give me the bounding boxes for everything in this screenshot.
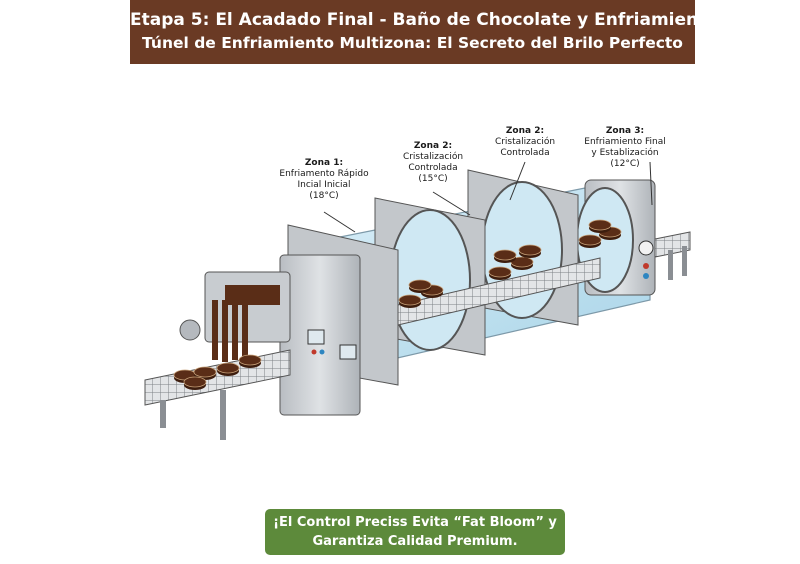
zone-label-line: Controlada (500, 148, 549, 158)
zone-pointer-line (649, 161, 653, 206)
zone-label-line: y Establización (591, 147, 658, 158)
zone-label-line: (12°C) (610, 159, 639, 169)
pastry (488, 266, 512, 280)
pastry (510, 256, 534, 270)
zone-pointer-line (509, 161, 526, 201)
enrober-machine (179, 254, 361, 416)
output-conveyor (649, 231, 691, 280)
quality-callout: ¡El Control Preciss Evita “Fat Bloom” y … (265, 509, 565, 555)
pastry (493, 249, 517, 263)
quality-callout-line-2: Garantiza Calidad Premium. (312, 534, 518, 549)
chocolate-pastries (398, 219, 622, 308)
pastry (183, 376, 207, 390)
zone-label-line: Zona 2: (506, 126, 544, 136)
zone-label-line: Zona 1: (305, 158, 343, 168)
zone-label-line: Cristalización (495, 136, 555, 147)
pastry (408, 279, 432, 293)
zone-label-line: (15°C) (418, 174, 447, 184)
pastry (518, 244, 542, 258)
zone-label-line: Incial Inicial (297, 180, 350, 190)
zone-label-line: Zona 3: (606, 126, 644, 136)
tunnel-belt (397, 257, 601, 326)
zone-label-line: Controlada (408, 163, 457, 173)
zone-pointer-line (323, 211, 356, 233)
zone-label-line: Enfriamento Rápido (279, 169, 369, 179)
pastry (398, 294, 422, 308)
pastry (588, 219, 612, 233)
pastry (578, 234, 602, 248)
quality-callout-line-1: ¡El Control Preciss Evita “Fat Bloom” y (273, 515, 557, 530)
page-subtitle: Túnel de Enfriamiento Multizona: El Secr… (142, 34, 683, 52)
pastry (216, 362, 240, 376)
zone-label-line: Enfriamiento Final (584, 137, 665, 147)
zone-label-line: Cristalización (403, 151, 463, 162)
zone-pointer-line (432, 191, 471, 216)
input-conveyor (144, 349, 291, 440)
pastry (238, 354, 262, 368)
pastries-input (173, 354, 262, 390)
zone-label-line: Zona 2: (414, 141, 452, 151)
zone-label-line: (18°C) (309, 191, 338, 201)
page-title: Etapa 5: El Acadado Final - Baño de Choc… (130, 10, 718, 30)
header-banner: Etapa 5: El Acadado Final - Baño de Choc… (130, 0, 718, 64)
